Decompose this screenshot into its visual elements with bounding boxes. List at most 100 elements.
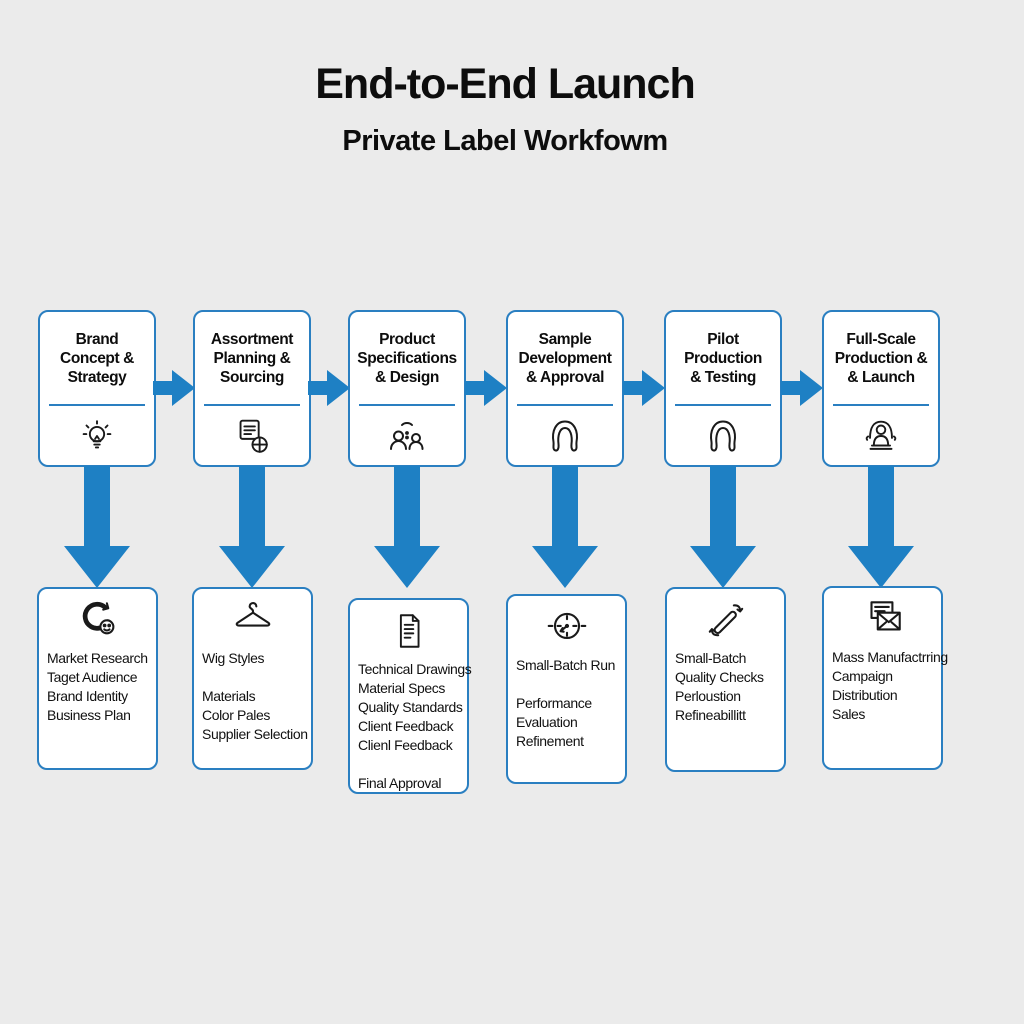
flow-arrow-down-icon xyxy=(690,466,756,588)
detail-line xyxy=(516,675,621,694)
tools-rotate-icon xyxy=(667,589,784,643)
detail-line: Taget Audience xyxy=(47,669,138,685)
wig-icon xyxy=(666,406,780,465)
document-globe-icon xyxy=(195,406,309,465)
detail-line: Supplier Selection xyxy=(202,726,308,742)
detail-line: Quality Standards xyxy=(358,699,463,715)
stage-title-line: & Design xyxy=(375,368,439,386)
document-icon xyxy=(350,600,467,654)
flow-arrow-down-icon xyxy=(532,466,598,588)
mannequin-stand-icon xyxy=(824,406,938,465)
stage-title-line: & Launch xyxy=(847,368,915,386)
detail-line: Perloustion xyxy=(675,688,741,704)
stage-title-line: Development xyxy=(518,349,612,367)
divider xyxy=(675,404,771,406)
detail-line: Performance xyxy=(516,695,592,711)
detail-line: Business Plan xyxy=(47,707,131,723)
detail-line: Market Research xyxy=(47,650,148,666)
lightbulb-idea-icon xyxy=(40,406,154,465)
stage-title-line: Planning & xyxy=(213,349,291,367)
detail-line: Clienl Feedback xyxy=(358,737,453,753)
stage-title-line: Sample xyxy=(538,330,592,348)
detail-line: Campaign xyxy=(832,668,893,684)
divider xyxy=(517,404,613,406)
divider xyxy=(833,404,929,406)
stage-title-line: Specifications xyxy=(357,349,457,367)
stage-title-line: Strategy xyxy=(67,368,127,386)
detail-line: Small-Batch xyxy=(675,650,747,666)
detail-line: Wig Styles xyxy=(202,650,265,666)
divider xyxy=(204,404,300,406)
stage-title-line: Pilot xyxy=(707,330,739,348)
stage-title-line: & Approval xyxy=(525,368,605,386)
mail-document-icon xyxy=(824,588,941,642)
detail-line: Final Approval xyxy=(358,775,442,791)
stage-title-line: Brand xyxy=(75,330,119,348)
detail-line: Brand Identity xyxy=(47,688,128,704)
flow-arrow-down-icon xyxy=(219,466,285,588)
flow-arrow-down-icon xyxy=(848,466,914,588)
stage-title-line: & Testing xyxy=(690,368,756,386)
stage-title-line: Concept & xyxy=(60,349,134,367)
detail-line: Technical Drawings xyxy=(358,661,472,677)
detail-line: Client Feedback xyxy=(358,718,454,734)
detail-line: Evaluation xyxy=(516,714,578,730)
detail-line: Mass Manufactrring xyxy=(832,649,948,665)
refresh-user-icon xyxy=(39,589,156,643)
hanger-icon xyxy=(194,589,311,643)
detail-line: Refineabillitt xyxy=(675,707,746,723)
flow-arrow-right-icon xyxy=(465,366,507,410)
page-subtitle: Private Label Workfowm xyxy=(342,125,668,157)
flow-arrow-right-icon xyxy=(623,366,665,410)
detail-line: Distribution xyxy=(832,687,898,703)
divider xyxy=(359,404,455,406)
detail-line: Color Pales xyxy=(202,707,270,723)
wig-icon xyxy=(508,406,622,465)
flow-arrow-right-icon xyxy=(781,366,823,410)
stage-title-line: Production xyxy=(684,349,762,367)
detail-line: Materials xyxy=(202,688,256,704)
header: End-to-End Launch Private Label Workfowm xyxy=(0,60,1010,158)
team-icon xyxy=(350,406,464,465)
page-title: End-to-End Launch xyxy=(315,60,696,108)
detail-line: Refinement xyxy=(516,733,584,749)
detail-line: Material Specs xyxy=(358,680,445,696)
timer-icon xyxy=(508,596,625,650)
stage-title-line: Production & xyxy=(834,349,928,367)
detail-line: Quality Checks xyxy=(675,669,764,685)
detail-line xyxy=(202,668,307,687)
stage-title-line: Sourcing xyxy=(220,368,284,386)
flow-arrow-right-icon xyxy=(308,366,350,410)
flow-arrow-right-icon xyxy=(153,366,195,410)
stage-title-line: Full-Scale xyxy=(846,330,916,348)
stage-title-line: Product xyxy=(379,330,435,348)
flow-arrow-down-icon xyxy=(374,466,440,588)
stage-title-line: Assortment xyxy=(210,330,294,348)
detail-line: Sales xyxy=(832,706,866,722)
